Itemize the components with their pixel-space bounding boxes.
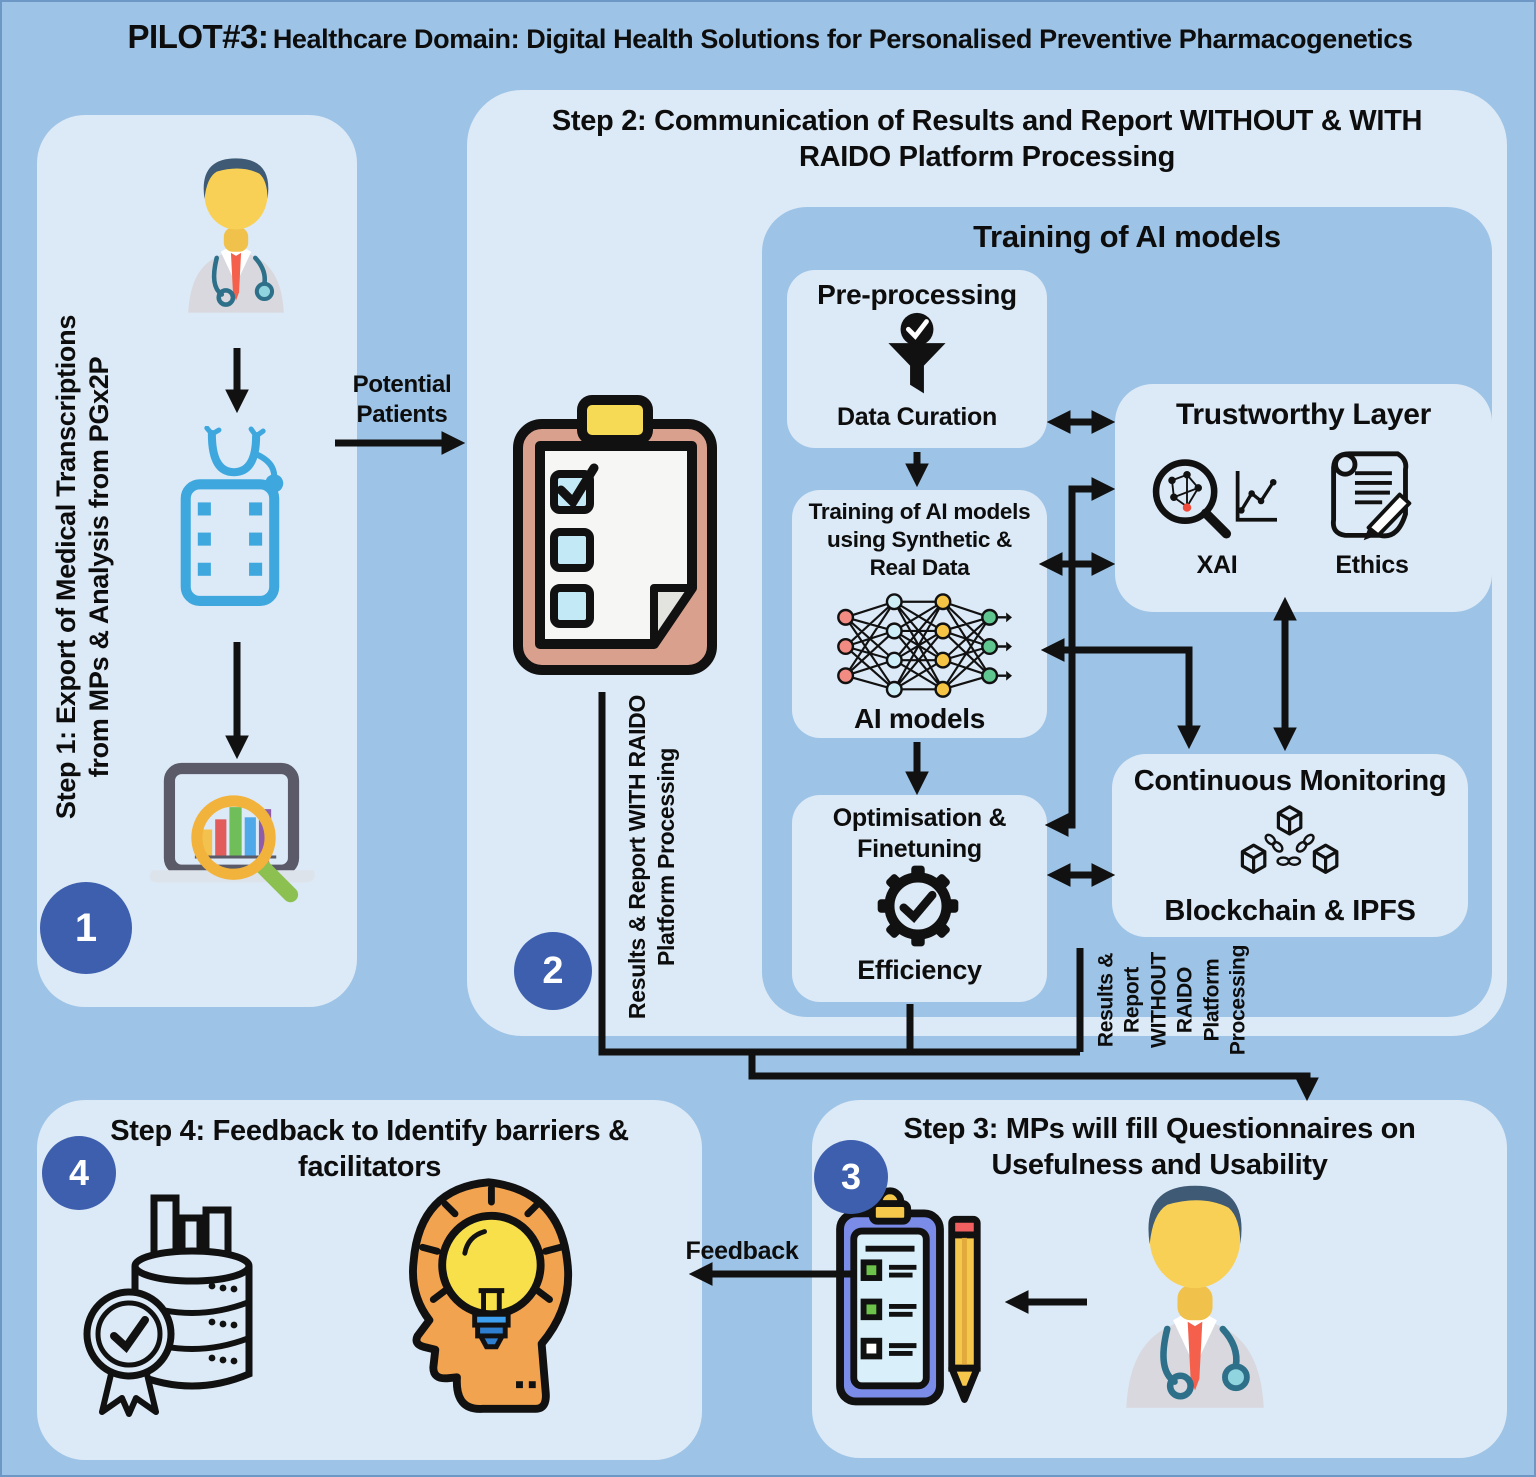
without-raido-label: Results & Report WITHOUT RAIDO Platform … bbox=[1094, 944, 1250, 1056]
step2-title: Step 2: Communication of Results and Rep… bbox=[551, 105, 1423, 173]
step3-title: Step 3: MPs will fill Questionnaires on … bbox=[903, 1113, 1416, 1181]
step3-number-badge: 3 bbox=[814, 1140, 888, 1214]
funnel-check-icon bbox=[888, 312, 946, 394]
xai-label: XAI bbox=[1196, 551, 1238, 579]
ethics-label: Ethics bbox=[1335, 551, 1409, 579]
gear-check-icon bbox=[877, 865, 959, 947]
doctor-icon bbox=[1100, 1174, 1290, 1408]
step1-title: Step 1: Export of Medical Transcriptions… bbox=[51, 314, 115, 820]
ethics-scroll-icon bbox=[1330, 451, 1412, 541]
trustworthy-title: Trustworthy Layer bbox=[1176, 398, 1431, 431]
monitoring-box bbox=[1112, 754, 1468, 937]
with-raido-label: Results & Report WITH RAIDO Platform Pro… bbox=[624, 694, 679, 1020]
page-title: PILOT#3: Healthcare Domain: Digital Heal… bbox=[2, 18, 1534, 56]
laptop-analysis-icon bbox=[149, 762, 315, 903]
xai-magnifier-icon bbox=[1152, 459, 1277, 539]
step4-number-badge: 4 bbox=[42, 1136, 116, 1210]
step2-number: 2 bbox=[542, 949, 564, 992]
feedback-label: Feedback bbox=[685, 1237, 799, 1265]
head-lightbulb-icon bbox=[409, 1178, 573, 1413]
ai-training-title: Training of AI models using Synthetic & … bbox=[808, 499, 1031, 580]
certified-database-icon bbox=[83, 1194, 253, 1417]
ai-training-caption: AI models bbox=[853, 703, 986, 734]
step1-number: 1 bbox=[74, 905, 98, 950]
blockchain-icon bbox=[1240, 805, 1339, 874]
potential-patients-label: Potential Patients bbox=[352, 371, 452, 428]
step1-number-badge: 1 bbox=[40, 882, 132, 974]
page-title-text: Healthcare Domain: Digital Health Soluti… bbox=[272, 24, 1413, 54]
step2-number-badge: 2 bbox=[514, 932, 592, 1010]
preprocessing-caption: Data Curation bbox=[836, 403, 997, 431]
training-panel-title: Training of AI models bbox=[973, 219, 1281, 254]
doctor-icon bbox=[170, 150, 302, 313]
neural-network-icon bbox=[837, 593, 1012, 698]
step4-title: Step 4: Feedback to Identify barriers & … bbox=[110, 1115, 629, 1183]
checklist-clipboard-icon bbox=[513, 395, 717, 675]
page-title-prefix: PILOT#3: bbox=[127, 18, 269, 55]
monitoring-title: Continuous Monitoring bbox=[1133, 765, 1447, 797]
step3-number: 3 bbox=[840, 1156, 862, 1197]
medical-transcription-film-icon bbox=[180, 426, 284, 606]
preprocessing-title: Pre-processing bbox=[817, 279, 1017, 310]
questionnaire-pencil-icon bbox=[836, 1187, 981, 1406]
optimisation-title: Optimisation & Finetuning bbox=[832, 804, 1007, 863]
step4-number: 4 bbox=[68, 1152, 90, 1193]
monitoring-caption: Blockchain & IPFS bbox=[1164, 895, 1416, 927]
optimisation-caption: Efficiency bbox=[857, 955, 982, 985]
